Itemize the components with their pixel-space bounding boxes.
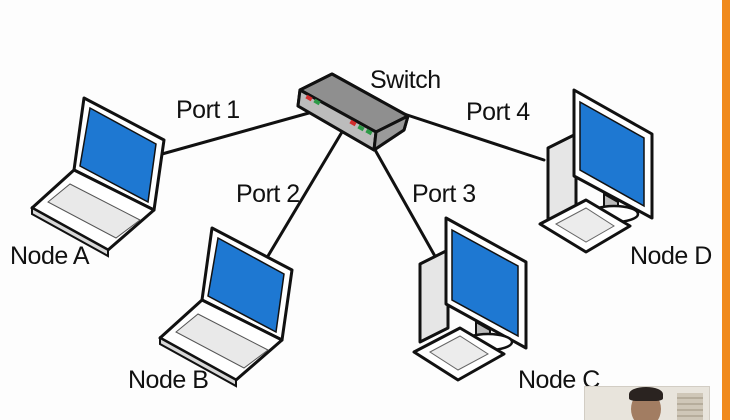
node-b-label: Node B	[128, 366, 208, 394]
webcam-background-shelf	[677, 393, 703, 420]
desktop-computer-icon	[538, 88, 654, 254]
slide-accent-bar	[722, 0, 730, 420]
switch-label: Switch	[370, 66, 441, 94]
laptop-icon	[158, 226, 294, 388]
node-a-label: Node A	[10, 242, 90, 270]
node-d-label: Node D	[630, 242, 712, 270]
cables	[160, 109, 546, 260]
cable-port-3-node-c	[372, 146, 438, 260]
cable-port-2-node-b	[266, 130, 344, 258]
desktop-computer-icon	[412, 216, 528, 382]
cable-port-1-node-a	[160, 109, 318, 156]
switch-led-red	[305, 94, 313, 102]
switch-led-green	[365, 128, 373, 136]
switch-led-green	[313, 98, 321, 106]
switch-led-red	[349, 119, 357, 127]
port-1-label: Port 1	[176, 96, 240, 124]
presenter-webcam-overlay	[584, 386, 710, 420]
port-2-label: Port 2	[236, 180, 300, 208]
presenter-hair	[629, 387, 663, 401]
cable-port-4-node-d	[393, 109, 546, 162]
switch-led-green	[357, 124, 365, 132]
port-4-label: Port 4	[466, 98, 530, 126]
switch-icon	[296, 72, 410, 152]
port-3-label: Port 3	[412, 180, 476, 208]
laptop-icon	[30, 96, 166, 258]
